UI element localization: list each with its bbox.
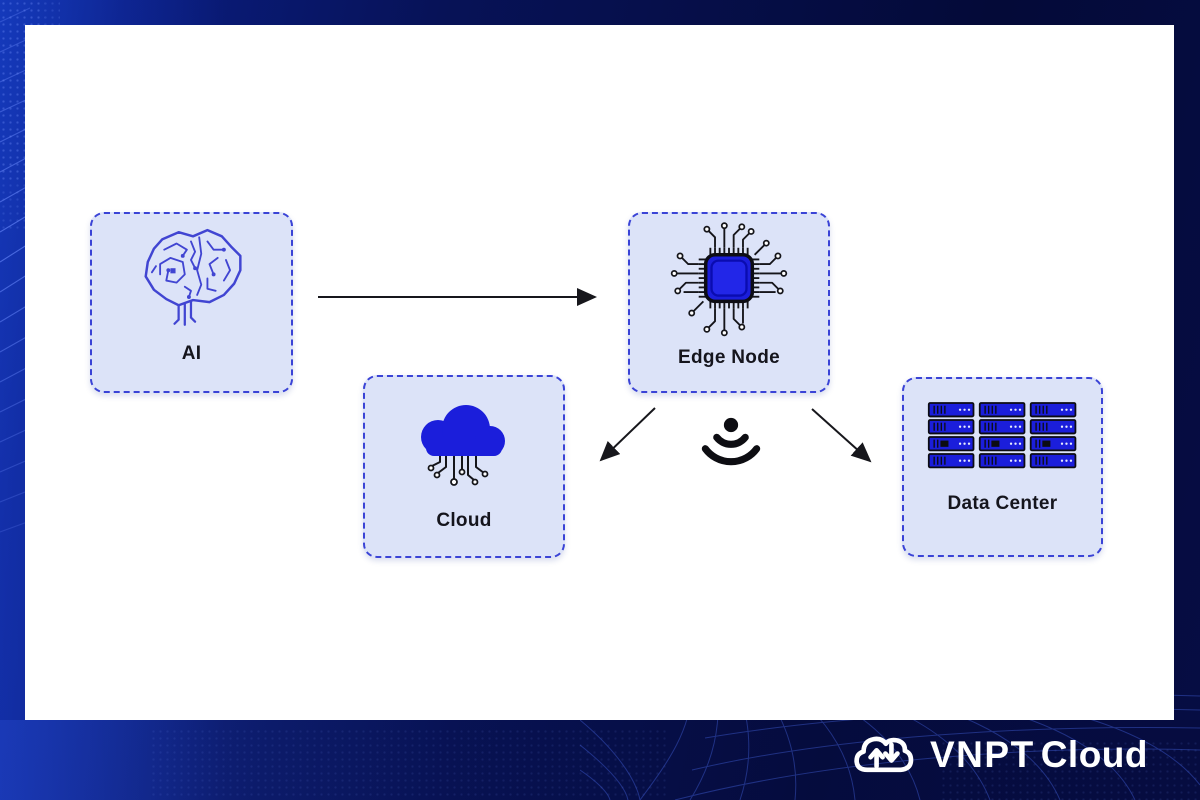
circuit-cloud-icon	[365, 377, 563, 511]
cloud-transfer-icon	[854, 736, 914, 773]
circuit-brain-icon	[92, 214, 291, 344]
node-edge: Edge Node	[628, 212, 830, 393]
node-ai: AI	[90, 212, 293, 393]
node-cloud-label: Cloud	[436, 510, 492, 531]
node-data-center: Data Center	[902, 377, 1103, 557]
server-rack-icon	[904, 379, 1101, 494]
node-ai-label: AI	[181, 343, 202, 364]
chip-icon	[630, 214, 828, 348]
wifi-signal-icon	[701, 417, 761, 466]
brand-logo: VNPT Cloud	[851, 728, 1148, 780]
node-cloud: Cloud	[363, 375, 565, 558]
connection-arrows	[318, 288, 872, 463]
arrow-edge-to-cloud	[599, 407, 656, 462]
diagram-canvas: AI	[25, 25, 1174, 720]
node-data-center-label: Data Center	[947, 493, 1058, 514]
background-band	[0, 720, 1200, 800]
brand-wordmark-secondary: Cloud	[1040, 733, 1148, 775]
node-edge-label: Edge Node	[678, 347, 780, 368]
arrow-edge-to-datacenter	[811, 408, 872, 463]
brand-wordmark-primary: VNPT	[930, 733, 1035, 775]
